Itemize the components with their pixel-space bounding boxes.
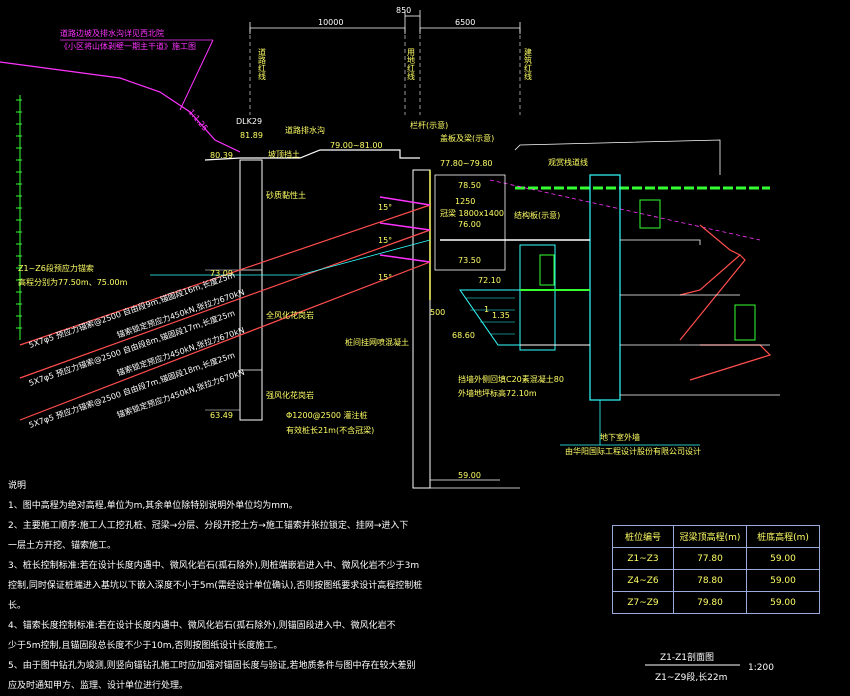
note-item: 4、锚索长度控制标准:若在设计长度内遇中、微风化岩石(孤石除外),则锚固段进入中… <box>8 621 396 631</box>
note-item: 长。 <box>8 601 27 611</box>
note-item: 3、桩长控制标准:若在设计长度内遇中、微风化岩石(孤石除外),则桩端嵌岩进入中、… <box>8 561 420 571</box>
table-header-cell: 冠梁顶高程(m) <box>673 525 747 548</box>
table-cell: 59.00 <box>746 569 820 592</box>
elev-7850: 78.50 <box>458 181 481 190</box>
crown-beam-label: 冠梁 1800x1400 <box>440 209 504 218</box>
gravel-soil: 砂质黏性土 <box>266 190 306 200</box>
pile-table: 桩位编号 冠梁顶高程(m) 桩底高程(m) Z1~Z3 77.80 59.00 … <box>612 525 820 614</box>
shotcrete: 桩间挂网喷混凝土 <box>345 337 409 347</box>
pile-desc-1: Φ1200@2500 灌注桩 <box>286 410 368 420</box>
soil-column <box>239 159 263 421</box>
title-main: Z1-Z1剖面图 <box>660 651 714 663</box>
elev-8039: 80.39 <box>210 151 233 160</box>
bored-pile <box>412 169 431 489</box>
elev-range-2: 77.80~79.80 <box>440 159 493 168</box>
angle-1: 15° <box>378 203 392 212</box>
note-item: 5、由于图中钻孔为竣测,则竖向锚钻孔施工时应加强对锚固长度与验证,若地质条件与图… <box>8 661 416 671</box>
table-header-cell: 桩位编号 <box>612 525 674 548</box>
elev-6860: 68.60 <box>452 331 475 340</box>
elev-top: 81.89 <box>240 131 263 140</box>
basement-outer: 挡墙外侧回填C20素混凝土80 <box>458 374 564 384</box>
strong-weathered: 强风化花岗岩 <box>266 390 314 400</box>
table-row: Z7~Z9 79.80 59.00 <box>612 591 820 614</box>
vertical-label-building: 建筑红线 <box>524 47 533 80</box>
design-note: 由华阳国际工程设计股份有限公司设计 <box>565 446 701 456</box>
table-cell: 59.00 <box>746 547 820 570</box>
table-cell: Z4~Z6 <box>612 569 674 592</box>
title-scale: 1:200 <box>748 663 774 673</box>
note-item: 应及时通知甲方、监理、设计单位进行处理。 <box>8 681 189 691</box>
basement-elev: 外墙地坪标高72.10m <box>458 388 537 398</box>
top-dimensions <box>249 10 521 34</box>
dim-1: 1 <box>484 305 489 314</box>
railing: 栏杆(示意) <box>410 120 448 130</box>
elev-range-1: 79.00~81.00 <box>330 141 383 150</box>
terrain-slope-line <box>0 61 241 153</box>
dim-135: 1.35 <box>492 311 510 320</box>
note-item: 1、图中高程为绝对高程,单位为m,其余单位除特别说明外单位均为mm。 <box>8 501 298 511</box>
dlk-label: DLK29 <box>236 117 262 126</box>
table-cell: 59.00 <box>746 591 820 614</box>
elev-5900: 59.00 <box>458 471 481 480</box>
pile-desc-2: 有效桩长21m(不含冠梁) <box>286 425 374 435</box>
slope-label: 1:1.25 <box>186 108 209 133</box>
vertical-label-land: 用地红线 <box>407 48 416 80</box>
cover-plate: 盖板及梁(示意) <box>440 133 494 143</box>
table-cell: Z7~Z9 <box>612 591 674 614</box>
title-sub: Z1~Z9段,长22m <box>655 671 727 683</box>
ground-surface <box>204 149 420 161</box>
elev-7309: 73.09 <box>210 269 233 278</box>
elev-7210: 72.10 <box>478 276 501 285</box>
elev-7600: 76.00 <box>458 220 481 229</box>
note-item: 少于5m控制,且锚固段总长度不少于10m,否则按图纸设计长度施工。 <box>8 641 283 651</box>
crown-beam <box>434 174 506 271</box>
table-cell: 78.80 <box>673 569 747 592</box>
elev-7350: 73.50 <box>458 256 481 265</box>
building-frame <box>589 174 621 401</box>
table-cell: Z1~Z3 <box>612 547 674 570</box>
elev-6349: 63.49 <box>210 411 233 420</box>
z-note-2: 高程分别为77.50m、75.00m <box>18 277 128 287</box>
table-row: Z1~Z3 77.80 59.00 <box>612 547 820 570</box>
view-line: 观赏栈道线 <box>548 157 588 167</box>
staircase <box>679 224 772 381</box>
basement-label: 地下室外墙 <box>600 432 640 442</box>
dim-500: 500 <box>430 308 445 317</box>
vertical-label-road: 道路红线 <box>258 47 267 80</box>
left-scale <box>16 95 22 340</box>
note-item: 控制,同时保证桩端进入基坑以下嵌入深度不小于5m(需经设计单位确认),否则按图纸… <box>8 581 423 591</box>
note-item: 2、主要施工顺序:施工人工挖孔桩、冠梁→分层、分段开挖土方→施工锚索并张拉锁定、… <box>8 521 409 531</box>
road-note-2: 《小区将山体剥壁一期主干道》施工图 <box>60 41 196 51</box>
road-drain: 道路排水沟 <box>285 125 325 135</box>
notes-heading: 说明 <box>8 481 27 491</box>
weathered-granite: 全风化花岗岩 <box>266 310 314 320</box>
structure-board: 结构板(示意) <box>514 210 560 220</box>
angle-3: 15° <box>378 273 392 282</box>
backfill-top: 坡顶挡土 <box>268 149 300 159</box>
notes-block: 说明 1、图中高程为绝对高程,单位为m,其余单位除特别说明外单位均为mm。 2、… <box>8 476 568 696</box>
angle-2: 15° <box>378 236 392 245</box>
table-row: Z4~Z6 78.80 59.00 <box>612 569 820 592</box>
beam-width: 1250 <box>455 197 475 206</box>
road-note-1: 道路边坡及排水沟详见西北院 <box>60 28 164 38</box>
dim-850: 850 <box>396 6 411 15</box>
dim-6500: 6500 <box>455 18 475 27</box>
table-cell: 77.80 <box>673 547 747 570</box>
table-header-row: 桩位编号 冠梁顶高程(m) 桩底高程(m) <box>612 525 820 548</box>
table-header-cell: 桩底高程(m) <box>746 525 820 548</box>
dim-10000: 10000 <box>318 18 343 27</box>
z-note-1: Z1~Z6段预应力锚索 <box>18 263 94 273</box>
leader-line <box>179 39 214 111</box>
note-item: 一层土方开挖、锚索施工。 <box>8 541 117 551</box>
table-cell: 79.80 <box>673 591 747 614</box>
